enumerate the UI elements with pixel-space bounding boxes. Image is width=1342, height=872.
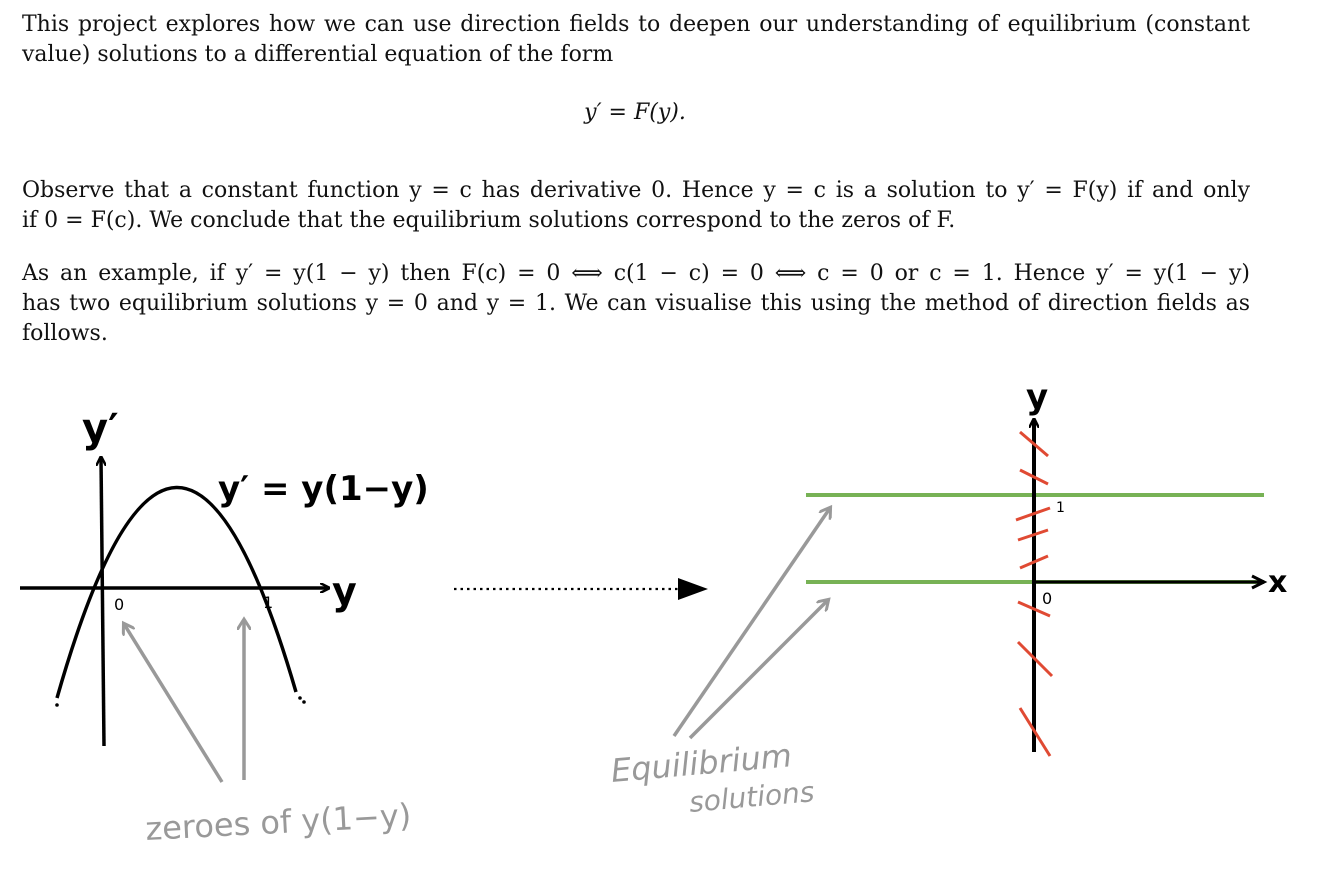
slope-mark <box>1019 468 1049 486</box>
connector-arrow <box>454 578 708 600</box>
right-tick-zero: 0 <box>1042 589 1052 608</box>
curve-dot <box>302 700 306 704</box>
slope-marks <box>1015 430 1054 757</box>
annotation-arrow-upper <box>672 508 830 737</box>
observation-paragraph: Observe that a constant function y = c h… <box>22 176 1250 236</box>
slope-mark <box>1017 600 1051 618</box>
observation-line-1: Observe that a constant function y = c h… <box>22 178 1250 203</box>
slope-mark <box>1019 430 1049 458</box>
intro-line-2: value) solutions to a differential equat… <box>22 42 614 67</box>
left-vertical-axis <box>101 458 104 747</box>
parabola-curve <box>55 485 298 699</box>
example-line-2: has two equilibrium solutions y = 0 and … <box>22 291 1250 316</box>
left-tick-zero: 0 <box>114 595 124 614</box>
zeroes-annotation: zeroes of y(1−y) <box>144 796 412 848</box>
slope-mark <box>1018 707 1052 757</box>
curve-dot <box>55 703 59 707</box>
equilibrium-annotation-line2: solutions <box>688 775 816 819</box>
right-vertical-axis-label: y <box>1026 380 1048 417</box>
slope-mark <box>1019 554 1049 570</box>
left-vertical-axis-label: y′ <box>82 406 119 452</box>
intro-paragraph: This project explores how we can use dir… <box>22 10 1250 70</box>
display-equation: y′ = F(y). <box>584 100 686 125</box>
curve-label: y′ = y(1−y) <box>218 469 429 509</box>
annotation-arrow-zero <box>124 624 224 783</box>
sketch-figure: y′ y y′ = y(1−y) 0 1 zeroes of y(1−y) <box>20 380 1287 848</box>
right-horizontal-axis-label: x <box>1268 565 1287 600</box>
curve-dot <box>298 696 302 700</box>
example-line-3: follows. <box>22 321 108 346</box>
left-horizontal-axis-label: y <box>332 569 357 613</box>
right-tick-one: 1 <box>1056 500 1065 516</box>
slope-mark <box>1015 506 1051 522</box>
annotation-arrow-lower <box>688 600 828 740</box>
intro-line-1: This project explores how we can use dir… <box>22 12 1250 37</box>
slope-mark <box>1017 528 1049 542</box>
slope-mark <box>1016 640 1054 678</box>
arrow-head <box>678 578 708 600</box>
right-sketch: y x 0 1 Equilibrium solutions <box>609 380 1287 819</box>
observation-line-2: if 0 = F(c). We conclude that the equili… <box>22 208 956 233</box>
left-sketch: y′ y y′ = y(1−y) 0 1 zeroes of y(1−y) <box>20 406 429 848</box>
example-line-1: As an example, if y′ = y(1 − y) then F(c… <box>22 261 1250 286</box>
x-axis-arrow-head <box>1251 574 1268 590</box>
example-paragraph: As an example, if y′ = y(1 − y) then F(c… <box>22 259 1250 349</box>
left-tick-one: 1 <box>263 593 273 612</box>
